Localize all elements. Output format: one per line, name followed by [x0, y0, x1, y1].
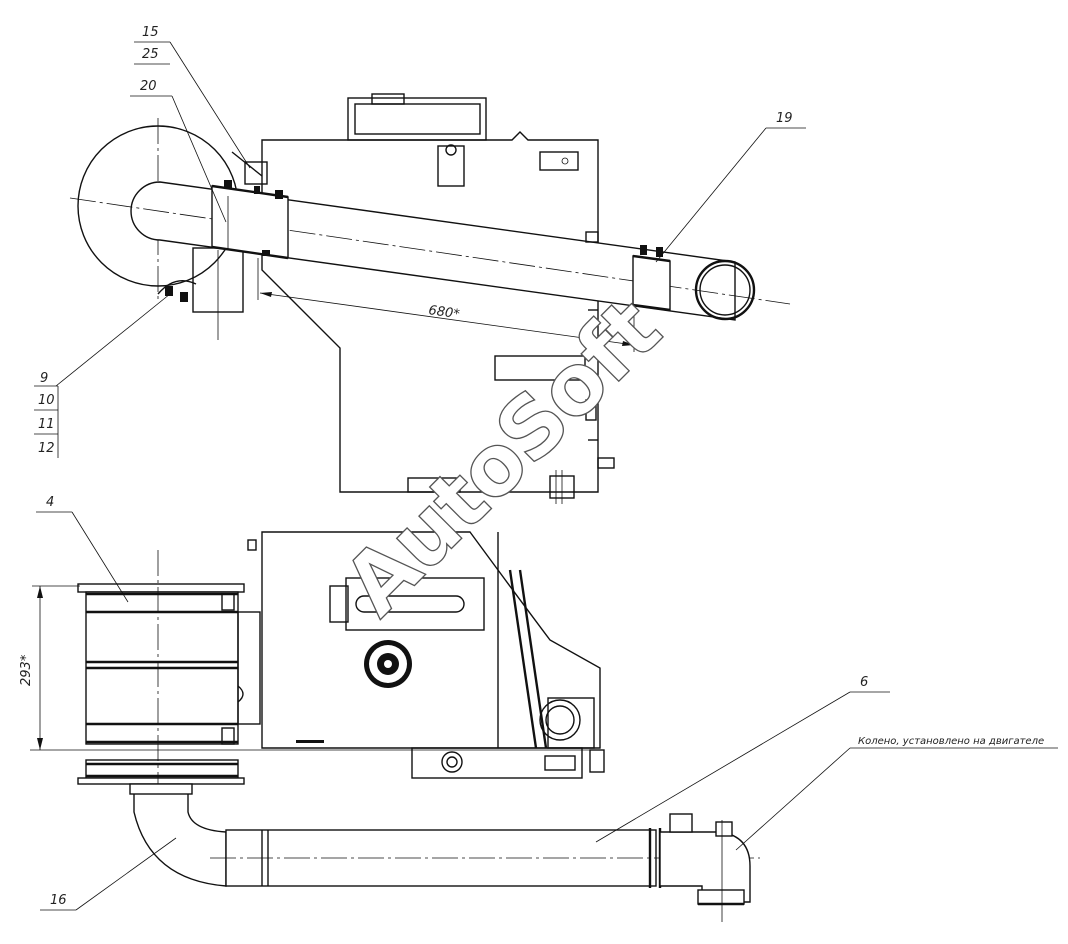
front-view: 293* 4 6: [19, 495, 1058, 922]
round-port: [364, 640, 412, 688]
callout-12: 12: [38, 441, 55, 456]
filter-canister: [77, 550, 261, 800]
pipe-end: [694, 259, 756, 321]
length-dimension-label: 680*: [427, 303, 461, 322]
intake-pipe-top: [69, 181, 791, 321]
right-clamp: [585, 231, 671, 312]
callout-20: 20: [140, 79, 157, 94]
housing-top-view: [261, 131, 599, 493]
callout-11: 11: [38, 417, 55, 432]
callout-9: 9: [40, 371, 48, 386]
length-dimension-line: [259, 292, 635, 346]
elbow-16: [129, 783, 227, 887]
callout-15: 15: [142, 25, 159, 40]
watermark: AutoSoft: [325, 280, 679, 634]
engine-elbow-note: Колено, установлено на двигателе: [858, 736, 1044, 747]
pipe-6: [210, 828, 760, 888]
height-dimension-label: 293*: [19, 654, 34, 686]
callout-10: 10: [38, 393, 55, 408]
engine-elbow: [659, 813, 751, 922]
callout-25: 25: [142, 47, 159, 62]
callout-4: 4: [46, 495, 54, 510]
callout-6: 6: [860, 675, 868, 690]
callout-16: 16: [50, 893, 67, 908]
callout-19: 19: [776, 111, 793, 126]
top-view: 680* 15 25 20 19 9 10 11 12: [34, 25, 806, 504]
